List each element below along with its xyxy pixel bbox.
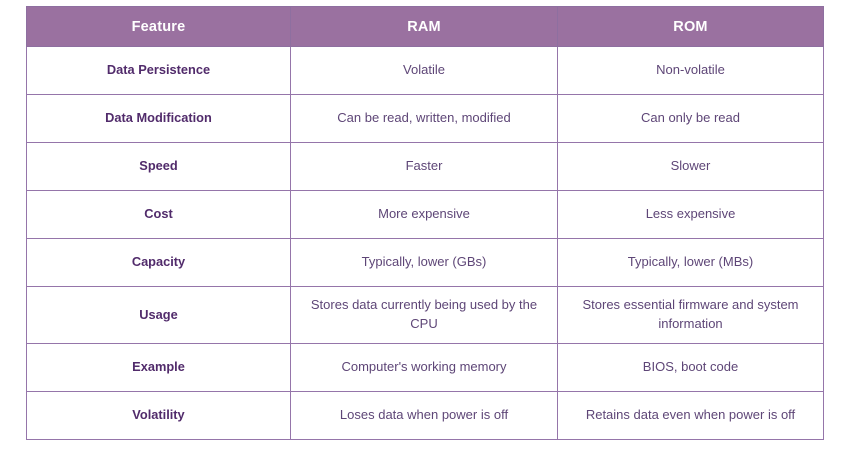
- cell-rom: BIOS, boot code: [557, 342, 824, 392]
- column-header-rom: ROM: [557, 6, 824, 47]
- cell-feature: Cost: [26, 190, 291, 239]
- cell-feature: Capacity: [26, 238, 291, 287]
- cell-feature: Data Persistence: [26, 46, 291, 95]
- cell-rom: Typically, lower (MBs): [557, 238, 824, 287]
- column-header-ram: RAM: [290, 6, 558, 47]
- cell-feature: Volatility: [26, 390, 291, 440]
- cell-ram: Can be read, written, modified: [290, 94, 558, 143]
- cell-rom: Slower: [557, 142, 824, 191]
- table-header-row: Feature RAM ROM: [26, 6, 824, 47]
- cell-ram: Faster: [290, 142, 558, 191]
- cell-ram: Loses data when power is off: [290, 390, 558, 440]
- cell-ram: Typically, lower (GBs): [290, 238, 558, 287]
- table-body: Data Persistence Volatile Non-volatile D…: [26, 46, 824, 440]
- cell-rom: Can only be read: [557, 94, 824, 143]
- table-row: Usage Stores data currently being used b…: [26, 286, 824, 344]
- cell-feature: Usage: [26, 286, 291, 344]
- table-row: Cost More expensive Less expensive: [26, 190, 824, 239]
- cell-feature: Example: [26, 342, 291, 392]
- table-row: Data Persistence Volatile Non-volatile: [26, 46, 824, 95]
- cell-ram: Volatile: [290, 46, 558, 95]
- cell-ram: Stores data currently being used by the …: [290, 286, 558, 344]
- cell-feature: Speed: [26, 142, 291, 191]
- table-row: Example Computer's working memory BIOS, …: [26, 342, 824, 392]
- cell-feature: Data Modification: [26, 94, 291, 143]
- table-row: Data Modification Can be read, written, …: [26, 94, 824, 143]
- cell-rom: Stores essential firmware and system inf…: [557, 286, 824, 344]
- cell-ram: More expensive: [290, 190, 558, 239]
- table-row: Speed Faster Slower: [26, 142, 824, 191]
- cell-ram: Computer's working memory: [290, 342, 558, 392]
- cell-rom: Retains data even when power is off: [557, 390, 824, 440]
- cell-rom: Non-volatile: [557, 46, 824, 95]
- ram-vs-rom-comparison-table: Feature RAM ROM Data Persistence Volatil…: [26, 6, 824, 440]
- cell-rom: Less expensive: [557, 190, 824, 239]
- table-header: Feature RAM ROM: [26, 6, 824, 47]
- column-header-feature: Feature: [26, 6, 291, 47]
- comparison-table-container: Feature RAM ROM Data Persistence Volatil…: [26, 6, 824, 440]
- table-row: Volatility Loses data when power is off …: [26, 390, 824, 440]
- table-row: Capacity Typically, lower (GBs) Typicall…: [26, 238, 824, 287]
